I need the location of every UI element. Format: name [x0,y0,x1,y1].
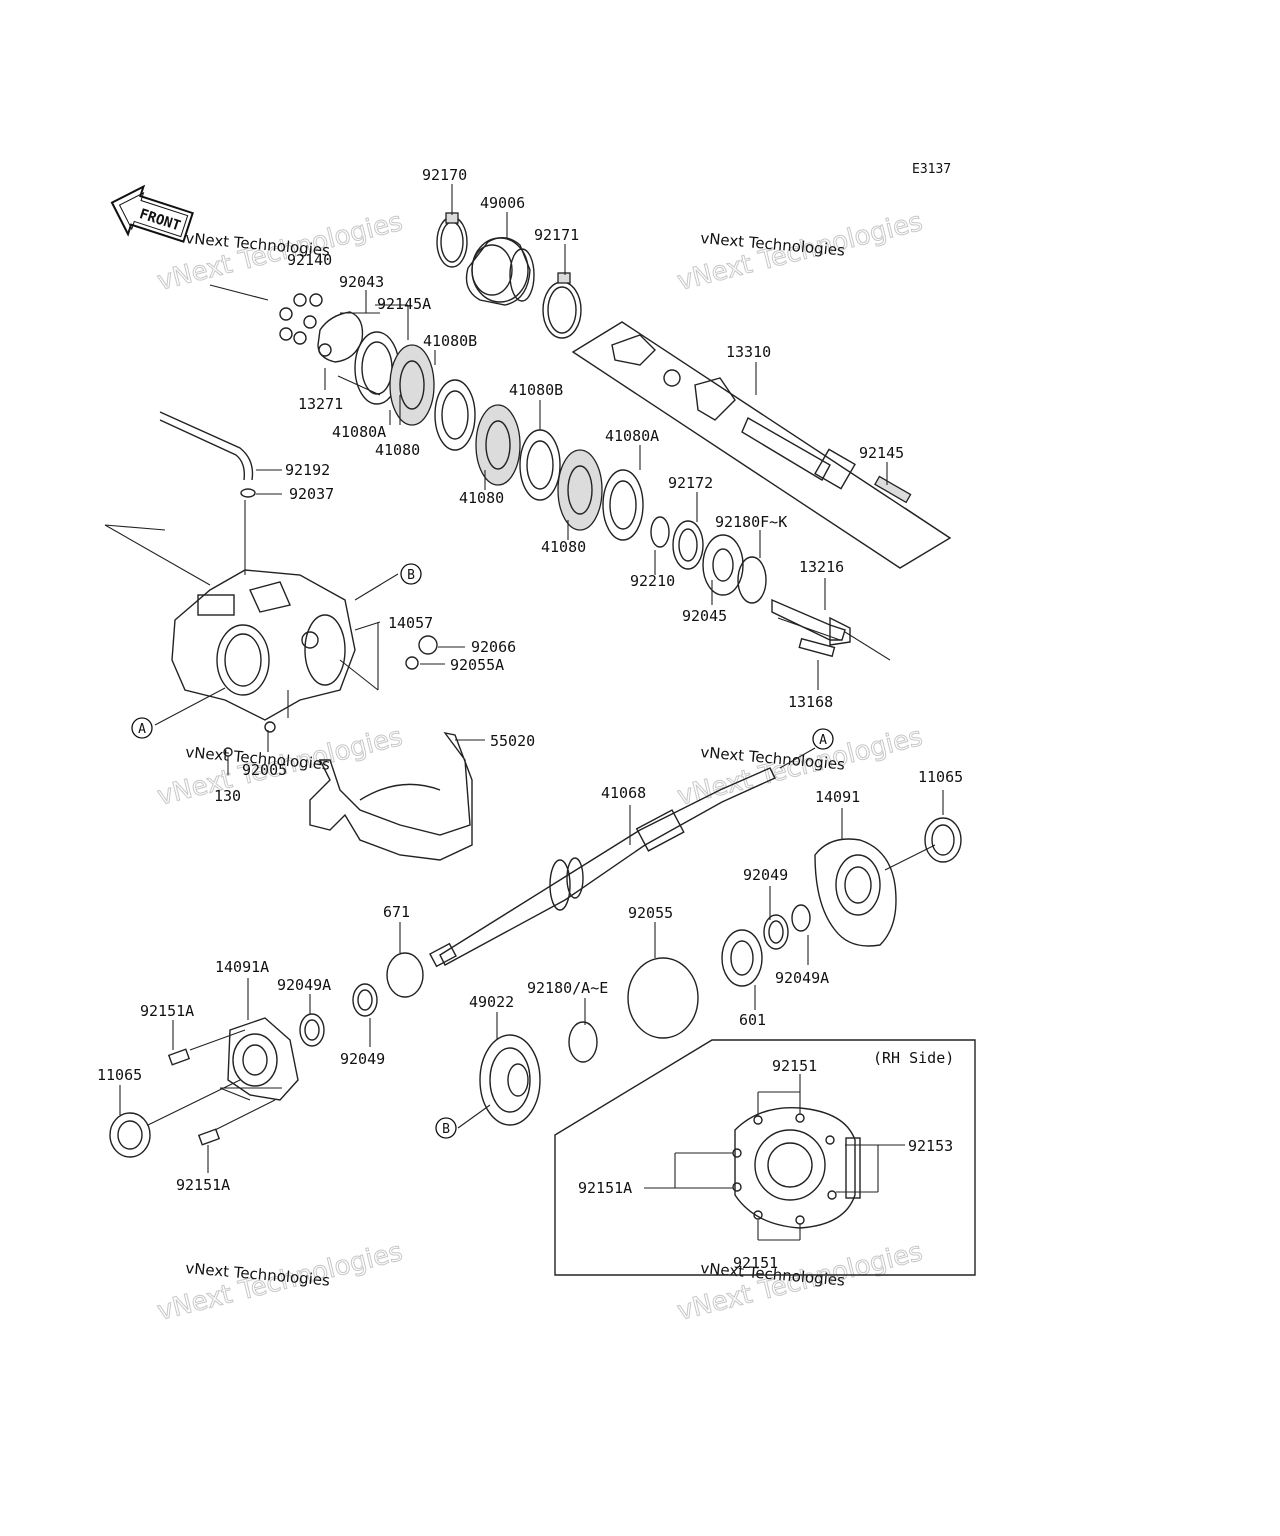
part-label: 92151A [578,1179,632,1197]
ref-marker-a-left: A [131,717,153,739]
svg-text:B: B [442,1122,450,1137]
diagram-code: E3137 [912,162,951,177]
part-label: 92145A [377,295,431,313]
part-label: 41080 [375,441,420,459]
part-label: 41080B [509,381,563,399]
part-label: 13271 [298,395,343,413]
part-label: 13216 [799,558,844,576]
part-label: 11065 [918,768,963,786]
part-label: 41080A [605,427,659,445]
part-label: 671 [383,903,410,921]
svg-text:A: A [138,722,146,737]
part-label: 92049 [743,866,788,884]
ref-marker-b-bottom: B [435,1117,457,1139]
part-ring-gear-49022 [479,1021,598,1126]
part-propeller-shaft-13310 [571,321,952,569]
part-clamps-boot [436,212,582,339]
part-label: 92151A [140,1002,194,1020]
leader-lines [119,184,944,1241]
part-bearings-pinion [650,516,891,661]
part-label: 13168 [788,693,833,711]
part-label: 14057 [388,614,433,632]
part-label: 92055A [450,656,504,674]
part-label: 41080A [332,423,386,441]
part-label: 92140 [287,251,332,269]
part-label: 92180/A~E [527,979,608,997]
part-axle-41068 [429,747,816,968]
part-label: 92151A [176,1176,230,1194]
part-label: 92049A [277,976,331,994]
part-label: 92145 [859,444,904,462]
part-label: 92153 [908,1137,953,1155]
part-label: 55020 [490,732,535,750]
part-label: 49006 [480,194,525,212]
svg-text:B: B [407,568,415,583]
part-label: 92049A [775,969,829,987]
ref-marker-b-top: B [400,563,422,585]
part-label: 92151 [733,1254,778,1272]
ref-marker-a-right: A [812,728,834,750]
part-label: 92005 [242,761,287,779]
part-label: 14091 [815,788,860,806]
part-label: 92170 [422,166,467,184]
part-label: 92210 [630,572,675,590]
part-label: 92043 [339,273,384,291]
part-label: 92151 [772,1057,817,1075]
part-label: 601 [739,1011,766,1029]
part-seals-bearing-right [627,904,811,1039]
part-label: 11065 [97,1066,142,1084]
part-label: 41080 [541,538,586,556]
part-label: 92180F~K [715,513,787,531]
part-clutch-plates [337,312,644,541]
part-label: 92192 [285,461,330,479]
part-label: 41080B [423,332,477,350]
part-label: 92172 [668,474,713,492]
rh-side-inset [554,1039,976,1276]
part-carrier-14091 [814,817,962,947]
part-label: 92055 [628,904,673,922]
part-label: 49022 [469,993,514,1011]
part-label: 92171 [534,226,579,244]
part-label: 41080 [459,489,504,507]
svg-text:A: A [819,733,827,748]
rh-side-label: (RH Side) [873,1049,954,1067]
front-arrow-icon: FRONT [110,184,194,243]
part-label: 92049 [340,1050,385,1068]
part-label: 41068 [601,784,646,802]
part-left-side [109,952,424,1158]
part-label: 14091A [215,958,269,976]
part-balls-13271 [279,293,364,363]
part-breather-92192 [159,411,256,498]
part-label: 92037 [289,485,334,503]
part-label: 92045 [682,607,727,625]
part-label: 92066 [471,638,516,656]
part-labels: 92170 49006 92171 92140 92043 92145A 410… [97,166,963,1272]
part-label: 13310 [726,343,771,361]
part-label: 130 [214,787,241,805]
